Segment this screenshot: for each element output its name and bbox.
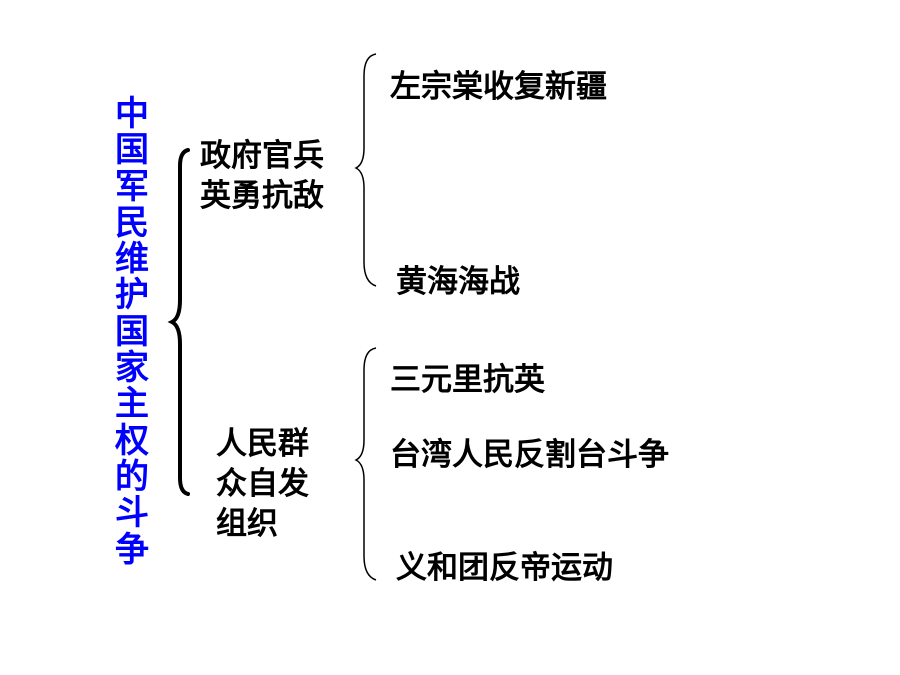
group2-label-line1: 人民群 [216,426,309,462]
group1-label-line2: 英勇抗敌 [200,178,324,214]
group1-label-line1: 政府官兵 [200,138,324,174]
group2-label: 人民群 众自发 组织 [216,424,309,544]
item-zuo-zongtang: 左宗棠收复新疆 [390,69,607,105]
group2-brace [354,347,377,581]
item-yellow-sea-battle: 黄海海战 [396,264,520,300]
group1-label: 政府官兵 英勇抗敌 [200,136,324,216]
main-brace [167,148,190,496]
item-sanyuanli: 三元里抗英 [390,362,545,398]
group2-label-line2: 众自发 [216,466,309,502]
item-taiwan-resistance: 台湾人民反割台斗争 [390,437,669,473]
group1-brace [354,53,377,287]
group2-label-line3: 组织 [216,506,278,542]
root-title: 中国军民维护国家主权的斗争 [115,94,149,570]
item-boxer-movement: 义和团反帝运动 [396,550,613,586]
